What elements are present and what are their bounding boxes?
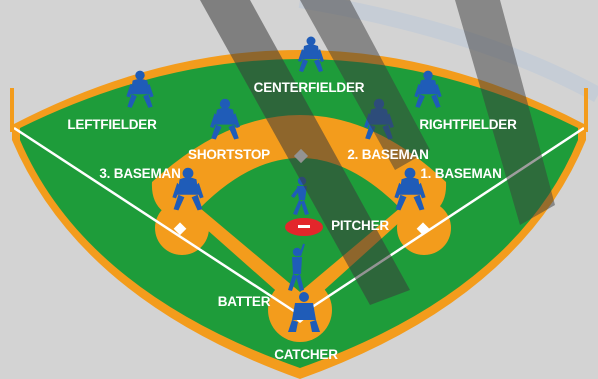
label-third-baseman: 3. BASEMAN (99, 166, 180, 181)
left-foul-pole (10, 88, 14, 132)
label-rightfielder: RIGHTFIELDER (419, 117, 517, 132)
label-leftfielder: LEFTFIELDER (67, 117, 157, 132)
label-batter: BATTER (218, 294, 271, 309)
label-centerfielder: CENTERFIELDER (254, 80, 365, 95)
label-catcher: CATCHER (274, 347, 338, 362)
label-first-baseman: 1. BASEMAN (420, 166, 501, 181)
pitchers-rubber (298, 225, 310, 228)
right-foul-pole (584, 88, 588, 132)
label-pitcher: PITCHER (331, 218, 389, 233)
label-second-baseman: 2. BASEMAN (347, 147, 428, 162)
label-shortstop: SHORTSTOP (188, 147, 270, 162)
